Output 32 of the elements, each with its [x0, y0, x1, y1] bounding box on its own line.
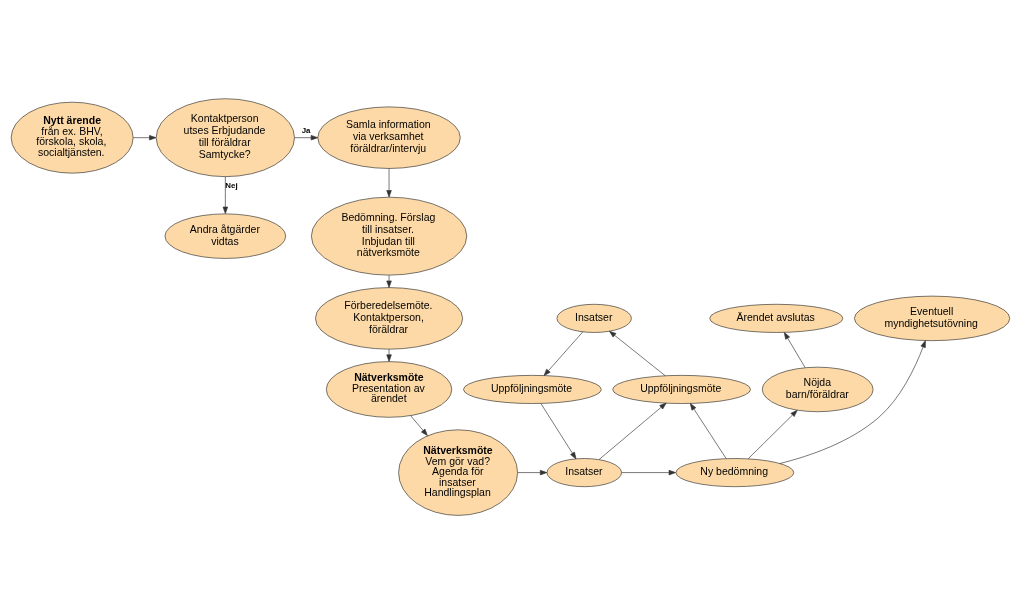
- arrow: [294, 135, 318, 141]
- arrow: [517, 469, 548, 476]
- node-ellipse: Kontaktperson utses Erbjudande till föräldrar Samtycke?: [155, 98, 295, 177]
- node-ellipse: Ärendet avslutas: [709, 303, 844, 333]
- arrow: [689, 403, 727, 459]
- arrow: [222, 176, 228, 214]
- node-ellipse: Andra åtgärder vidtas: [164, 213, 287, 259]
- node-ellipse: Eventuell myndighetsutövning: [854, 295, 1011, 341]
- arrow: [386, 275, 392, 288]
- arrow: [609, 330, 666, 377]
- node-ellipse: Bedömning. Förslag till insatser. Inbjudan till nätverksmöte: [311, 196, 468, 276]
- arrow: [410, 415, 428, 436]
- arrow: [783, 332, 806, 369]
- arrow: [747, 410, 798, 460]
- arrow: [132, 135, 157, 141]
- arrow: [779, 340, 926, 464]
- arrow: [386, 348, 392, 362]
- arrow: [598, 402, 667, 460]
- arrow: [540, 403, 577, 460]
- node-ellipse: Nytt ärende från ex. BHV, förskola, skola, socialtjänsten.: [10, 101, 134, 174]
- node-ellipse: Uppföljningsmöte: [463, 375, 602, 404]
- node-ellipse: Samla information via verksamhet föräldrar/intervju: [317, 106, 461, 169]
- node-ellipse: Uppföljningsmöte: [612, 375, 751, 404]
- node-ellipse: Ny bedömning: [675, 458, 795, 487]
- node-ellipse: Nöjda barn/föräldrar: [761, 366, 874, 413]
- arrow: [386, 168, 392, 198]
- node-ellipse: Förberedelsemöte. Kontaktperson, föräldrar: [315, 287, 463, 350]
- arrow: [621, 469, 676, 476]
- arrow: [543, 331, 584, 376]
- node-ellipse: Insatser: [546, 458, 622, 487]
- node-ellipse: Insatser: [556, 303, 632, 333]
- node-ellipse: Nätverksmöte Presentation av ärendet: [326, 361, 453, 418]
